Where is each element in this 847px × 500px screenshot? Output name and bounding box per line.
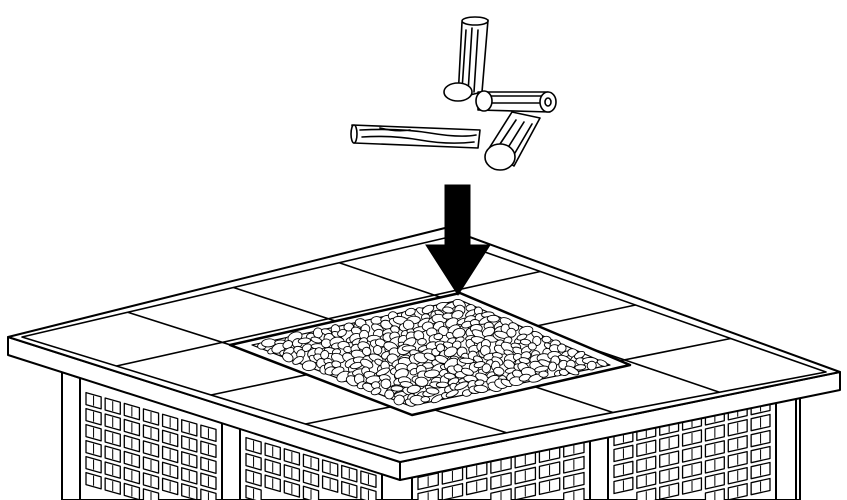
lava-rock <box>558 368 569 376</box>
lava-rock <box>420 396 431 403</box>
lava-rock <box>404 307 416 317</box>
lava-rock <box>473 361 486 369</box>
lava-rock <box>413 330 425 341</box>
log-icon <box>443 16 489 102</box>
firewood-logs <box>350 16 557 171</box>
lava-rock <box>361 346 372 356</box>
lava-rock <box>282 352 294 363</box>
lava-rock <box>433 333 444 341</box>
lava-rock <box>493 366 505 376</box>
lattice-panel-right-outer <box>613 397 771 500</box>
left-mid-post <box>221 419 241 500</box>
lava-rock <box>425 387 440 395</box>
arrow-down-icon <box>425 184 491 296</box>
lava-rock <box>380 378 392 390</box>
lava-rock <box>596 359 608 367</box>
lava-rock <box>586 360 597 371</box>
lava-rock-bed <box>257 298 608 407</box>
lava-rock <box>557 343 567 353</box>
lava-rock <box>473 384 489 393</box>
lava-rock <box>436 343 445 353</box>
lava-rock <box>564 365 580 376</box>
lava-rock <box>481 363 492 374</box>
lava-rock <box>343 322 354 332</box>
lava-rock <box>421 304 435 315</box>
lava-rock <box>435 381 449 388</box>
lava-rock <box>297 337 312 345</box>
lava-rock <box>417 338 427 346</box>
lava-rock <box>384 389 395 400</box>
lattice-panel-left-outer <box>85 391 217 500</box>
lava-rock <box>406 384 421 394</box>
lava-rock <box>445 389 459 398</box>
lava-rock <box>414 376 429 387</box>
lava-rock <box>548 361 558 372</box>
lava-rock <box>372 345 383 355</box>
lava-rock <box>337 328 347 338</box>
lava-rock <box>443 372 456 380</box>
lava-rock <box>393 394 405 406</box>
table-top <box>7 227 841 481</box>
log-icon <box>484 111 541 171</box>
lava-rock <box>538 370 549 378</box>
lava-rock <box>451 310 464 320</box>
lava-rock <box>460 367 474 376</box>
lava-rock <box>292 355 304 365</box>
lava-rock <box>574 364 587 371</box>
lava-rock <box>459 357 475 364</box>
log-icon <box>475 90 557 113</box>
lava-rock <box>541 335 552 344</box>
left-corner-post <box>61 371 81 500</box>
log-icon <box>350 124 481 149</box>
lava-rock <box>527 342 537 351</box>
lava-rock <box>370 387 382 396</box>
lattice-panel-left-inner <box>245 436 377 500</box>
lava-rock <box>486 314 500 323</box>
lava-rock <box>301 360 317 372</box>
